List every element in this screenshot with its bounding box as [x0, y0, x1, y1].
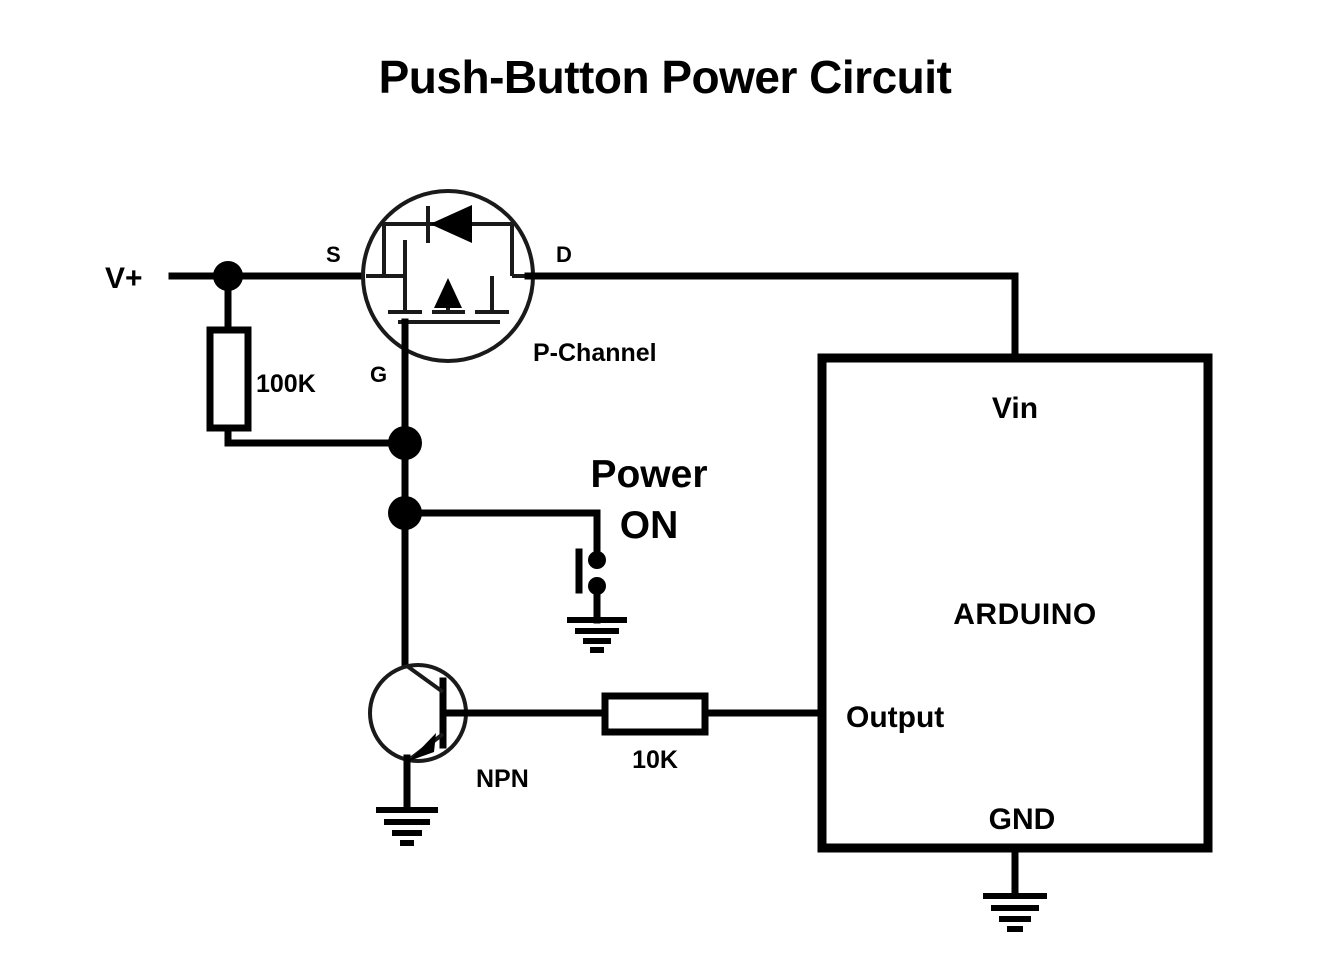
base-resistor-group: 10K	[601, 692, 826, 774]
arduino-output-label: Output	[846, 701, 944, 734]
mosfet-drain-label: D	[556, 242, 572, 267]
mosfet-diode-anode-triangle	[430, 205, 472, 243]
mosfet-type-label: P-Channel	[533, 339, 657, 367]
npn-emitter-arrow	[409, 733, 436, 761]
arduino-name-label: ARDUINO	[953, 598, 1097, 631]
power-on-label-line1: Power	[590, 453, 707, 496]
arduino-box	[817, 353, 1213, 853]
npn-collector-diagonal	[405, 664, 445, 694]
mosfet-drain-segment	[475, 276, 509, 314]
base-resistor-body	[601, 692, 709, 736]
push-button-top-wire	[401, 509, 601, 560]
mosfet-channel-arrow	[434, 278, 462, 308]
mosfet-source-label: S	[326, 242, 341, 267]
ground-symbol-switch	[567, 617, 627, 653]
npn-type-label: NPN	[476, 765, 529, 793]
pullup-resistor-label: 100K	[256, 370, 316, 398]
ground-symbol-arduino	[983, 893, 1047, 932]
pullup-resistor-body	[206, 326, 252, 432]
ground-symbol-npn-emitter	[376, 807, 438, 846]
diagram-title: Push-Button Power Circuit	[379, 51, 952, 103]
pullup-bottom-lead	[224, 424, 409, 447]
supply-label: V+	[105, 262, 143, 295]
pullup-resistor-group: 100K	[206, 272, 409, 447]
mosfet-gate-label: G	[370, 362, 387, 387]
arduino-gnd-label: GND	[989, 803, 1056, 836]
junction-dot-gate-pullup	[388, 426, 422, 460]
push-button-group[interactable]: Power ON	[401, 453, 708, 653]
npn-transistor-group: NPN	[368, 663, 609, 846]
arduino-block-group: Vin ARDUINO Output GND	[817, 353, 1213, 932]
power-on-label-line2: ON	[620, 504, 679, 547]
mosfet-source-segment	[388, 276, 422, 314]
arduino-vin-label: Vin	[992, 392, 1038, 425]
push-button-contact-top[interactable]	[588, 551, 606, 569]
base-resistor-label: 10K	[632, 746, 678, 774]
drain-to-vin-wire	[524, 272, 1019, 362]
gate-node-bus-group	[388, 426, 422, 671]
p-channel-mosfet-group: S D G P-Channel	[326, 189, 657, 447]
